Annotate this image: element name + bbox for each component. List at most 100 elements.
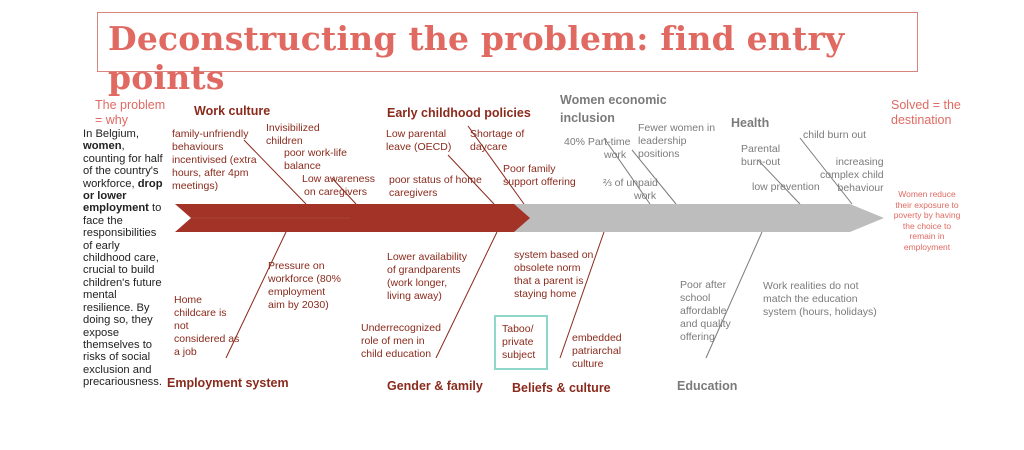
cause-line: work bbox=[604, 149, 627, 161]
cause-line: caregivers bbox=[389, 187, 438, 199]
cause-line: on caregivers bbox=[304, 186, 368, 198]
cause-line: affordable bbox=[680, 305, 727, 317]
cause-line: complex child bbox=[820, 169, 884, 181]
category-health: Health bbox=[731, 116, 770, 130]
cause-line: subject bbox=[502, 349, 536, 361]
cause-poor-family-support: Poor family support offering bbox=[503, 163, 576, 189]
taboo-highlight-box bbox=[494, 315, 548, 370]
problem-title-line2: = why bbox=[95, 113, 129, 127]
cause-line: culture bbox=[572, 358, 604, 370]
cause-line: increasing bbox=[835, 156, 884, 168]
cause-low-prevention: low prevention bbox=[752, 181, 820, 194]
cause-line: not bbox=[174, 320, 189, 332]
cause-line: 40% Part-time bbox=[564, 136, 631, 148]
problem-text-part: to face the responsibilities of early ch… bbox=[83, 202, 162, 389]
cause-family-unfriendly: family-unfriendly behaviours incentivise… bbox=[172, 128, 257, 193]
category-women-econ-line1: Women economic bbox=[560, 93, 667, 107]
cause-line: low prevention bbox=[752, 181, 820, 193]
cause-child-burnout: child burn out bbox=[803, 129, 866, 142]
spine-segment-4 bbox=[684, 204, 884, 232]
spine-segment-1 bbox=[175, 204, 366, 232]
category-education: Education bbox=[677, 379, 738, 393]
bone-ec-1 bbox=[447, 154, 495, 205]
problem-text-emphasis: drop or lower employment bbox=[83, 177, 163, 215]
cause-line: Parental bbox=[741, 143, 781, 155]
problem-text-part: In Belgium, bbox=[83, 128, 139, 140]
category-beliefs-culture: Beliefs & culture bbox=[512, 381, 611, 395]
cause-shortage-daycare: Shortage of daycare bbox=[470, 128, 524, 154]
problem-text: In Belgium, women, counting for half of … bbox=[83, 128, 165, 389]
bone-wc-1 bbox=[243, 139, 307, 205]
bone-ed-1 bbox=[705, 231, 763, 359]
cause-line: daycare bbox=[470, 141, 508, 153]
bone-h-1 bbox=[799, 137, 853, 205]
cause-fewer-women-leadership: Fewer women in leadership positions bbox=[638, 122, 715, 161]
cause-line: child education bbox=[361, 348, 432, 360]
cause-line: Underrecognized bbox=[361, 322, 441, 334]
cause-poor-work-life-balance: poor work-life balance bbox=[284, 147, 347, 173]
cause-line: family-unfriendly bbox=[172, 128, 249, 140]
cause-line: employment bbox=[268, 286, 326, 298]
cause-line: private bbox=[502, 336, 534, 348]
cause-low-parental-leave: Low parental leave (OECD) bbox=[386, 128, 451, 154]
cause-line: behaviour bbox=[837, 182, 884, 194]
spine-segment-2 bbox=[346, 204, 534, 232]
bone-we-2 bbox=[603, 137, 651, 205]
cause-line: children bbox=[266, 135, 303, 147]
bone-es-1 bbox=[225, 231, 287, 359]
cause-line: aim by 2030) bbox=[268, 299, 329, 311]
cause-line: Low parental bbox=[386, 128, 447, 140]
cause-low-awareness: Low awareness on caregivers bbox=[302, 173, 375, 199]
solved-title-line1: Solved = the bbox=[891, 98, 961, 112]
cause-pressure-on-workforce: Pressure on workforce (80% employment ai… bbox=[268, 260, 341, 312]
cause-line: offering bbox=[680, 331, 715, 343]
cause-line: Invisibilized bbox=[266, 122, 320, 134]
cause-line: of grandparents bbox=[387, 264, 461, 276]
cause-line: poor status of home bbox=[389, 174, 482, 186]
cause-line: Lower availability bbox=[387, 251, 467, 263]
cause-line: considered as bbox=[174, 333, 240, 345]
page-title: Deconstructing the problem: find entry p… bbox=[108, 19, 845, 97]
bone-ec-2 bbox=[467, 125, 525, 205]
cause-line: Work realities do not bbox=[763, 280, 859, 292]
cause-home-childcare-not-job: Home childcare is not considered as a jo… bbox=[174, 294, 239, 359]
cause-line: that a parent is bbox=[514, 275, 584, 287]
cause-line: support offering bbox=[503, 176, 576, 188]
cause-line: obsolete norm bbox=[514, 262, 581, 274]
cause-line: Shortage of bbox=[470, 128, 525, 140]
spine-segment-3 bbox=[514, 204, 704, 232]
cause-line: workforce (80% bbox=[268, 273, 341, 285]
cause-line: leave (OECD) bbox=[386, 141, 452, 153]
problem-text-part: , counting for half of the country's wor… bbox=[83, 140, 163, 190]
cause-line: child burn out bbox=[803, 129, 867, 141]
cause-lower-availability-grandparents: Lower availability of grandparents (work… bbox=[387, 251, 467, 303]
title-box: Deconstructing the problem: find entry p… bbox=[97, 12, 918, 97]
category-gender-family: Gender & family bbox=[387, 379, 483, 393]
cause-line: system (hours, holidays) bbox=[763, 306, 877, 318]
cause-poor-after-school: Poor after school affordable and quality… bbox=[680, 279, 731, 344]
cause-part-time-work: 40% Part-time work bbox=[564, 136, 631, 162]
cause-increasing-complex-behaviour: increasing complex child behaviour bbox=[820, 156, 884, 195]
bone-wc-2 bbox=[331, 177, 357, 205]
cause-line: staying home bbox=[514, 288, 577, 300]
cause-line: living away) bbox=[387, 290, 442, 302]
cause-line: Poor family bbox=[503, 163, 556, 175]
cause-parental-burnout: Parental burn-out bbox=[741, 143, 780, 169]
cause-line: Poor after bbox=[680, 279, 727, 291]
solved-title: Solved = the destination bbox=[891, 98, 961, 128]
category-early-childhood: Early childhood policies bbox=[387, 106, 531, 120]
bone-gf-1 bbox=[435, 231, 498, 359]
cause-poor-status-caregivers: poor status of home caregivers bbox=[389, 174, 482, 200]
cause-line: system based on bbox=[514, 249, 594, 261]
cause-invisibilized-children: Invisibilized children bbox=[266, 122, 320, 148]
cause-line: Home bbox=[174, 294, 203, 306]
bone-we-1 bbox=[631, 149, 677, 205]
cause-line: incentivised (extra bbox=[172, 154, 257, 166]
cause-line: school bbox=[680, 292, 711, 304]
cause-line: match the education bbox=[763, 293, 858, 305]
cause-line: and quality bbox=[680, 318, 731, 330]
cause-line: a job bbox=[174, 346, 197, 358]
problem-title: The problem = why bbox=[95, 98, 165, 128]
cause-line: embedded bbox=[572, 332, 622, 344]
cause-system-obsolete-norm: system based on obsolete norm that a par… bbox=[514, 249, 593, 301]
